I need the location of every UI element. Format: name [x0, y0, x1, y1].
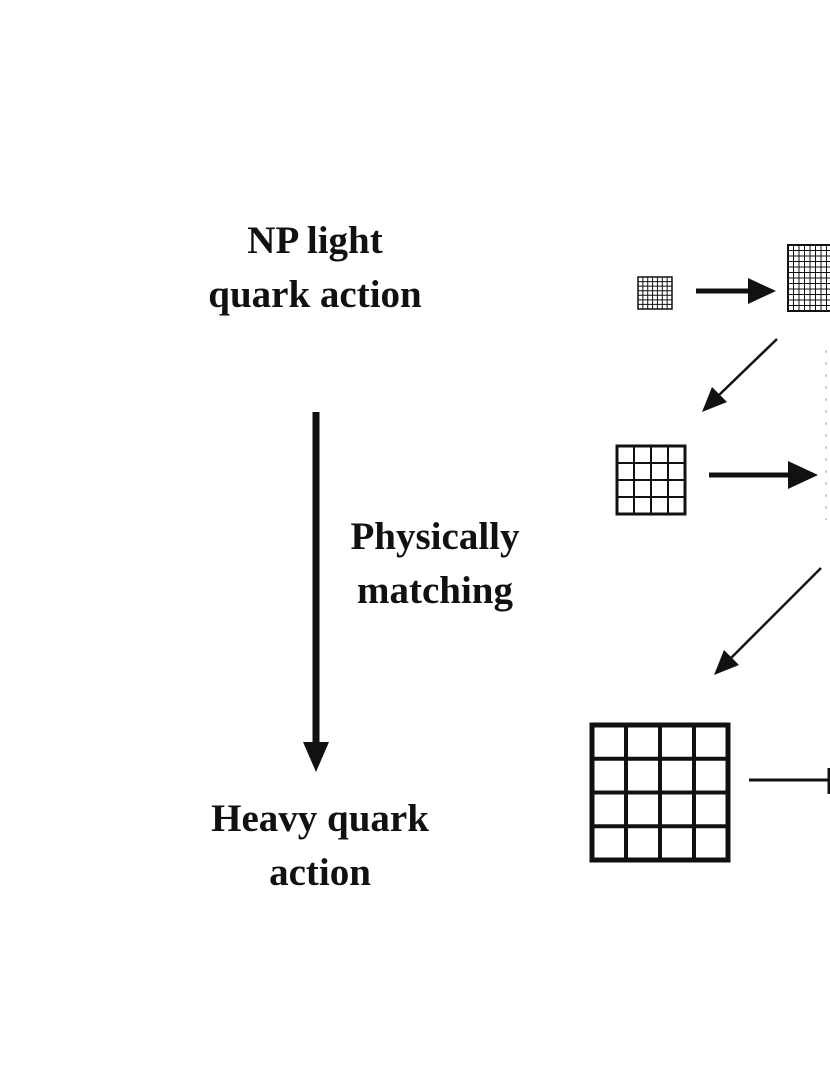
matching-arrow	[303, 412, 329, 772]
heavy-quark-action-label: Heavy quark action	[170, 792, 470, 900]
arrow-right-2	[709, 461, 818, 489]
np-light-line-1: NP light	[247, 219, 383, 262]
physically-matching-line-2: matching	[357, 569, 513, 612]
physically-matching-line-1: Physically	[350, 515, 520, 558]
arrow-diagonal-1	[702, 338, 778, 412]
heavy-quark-line-1: Heavy quark	[211, 797, 429, 840]
np-light-quark-action-label: NP light quark action	[170, 214, 460, 322]
grid-medium	[615, 444, 687, 516]
grid-fine-border	[637, 276, 673, 310]
grid-very-fine	[787, 244, 830, 312]
grid-coarse	[589, 722, 731, 863]
heavy-quark-line-2: action	[269, 851, 371, 894]
arrow-diagonal-2	[714, 567, 822, 675]
arrow-right-1	[696, 278, 776, 304]
grid-fine	[637, 276, 673, 310]
np-light-line-2: quark action	[208, 273, 422, 316]
physically-matching-label: Physically matching	[320, 510, 550, 618]
arrow-right-3	[749, 768, 830, 794]
